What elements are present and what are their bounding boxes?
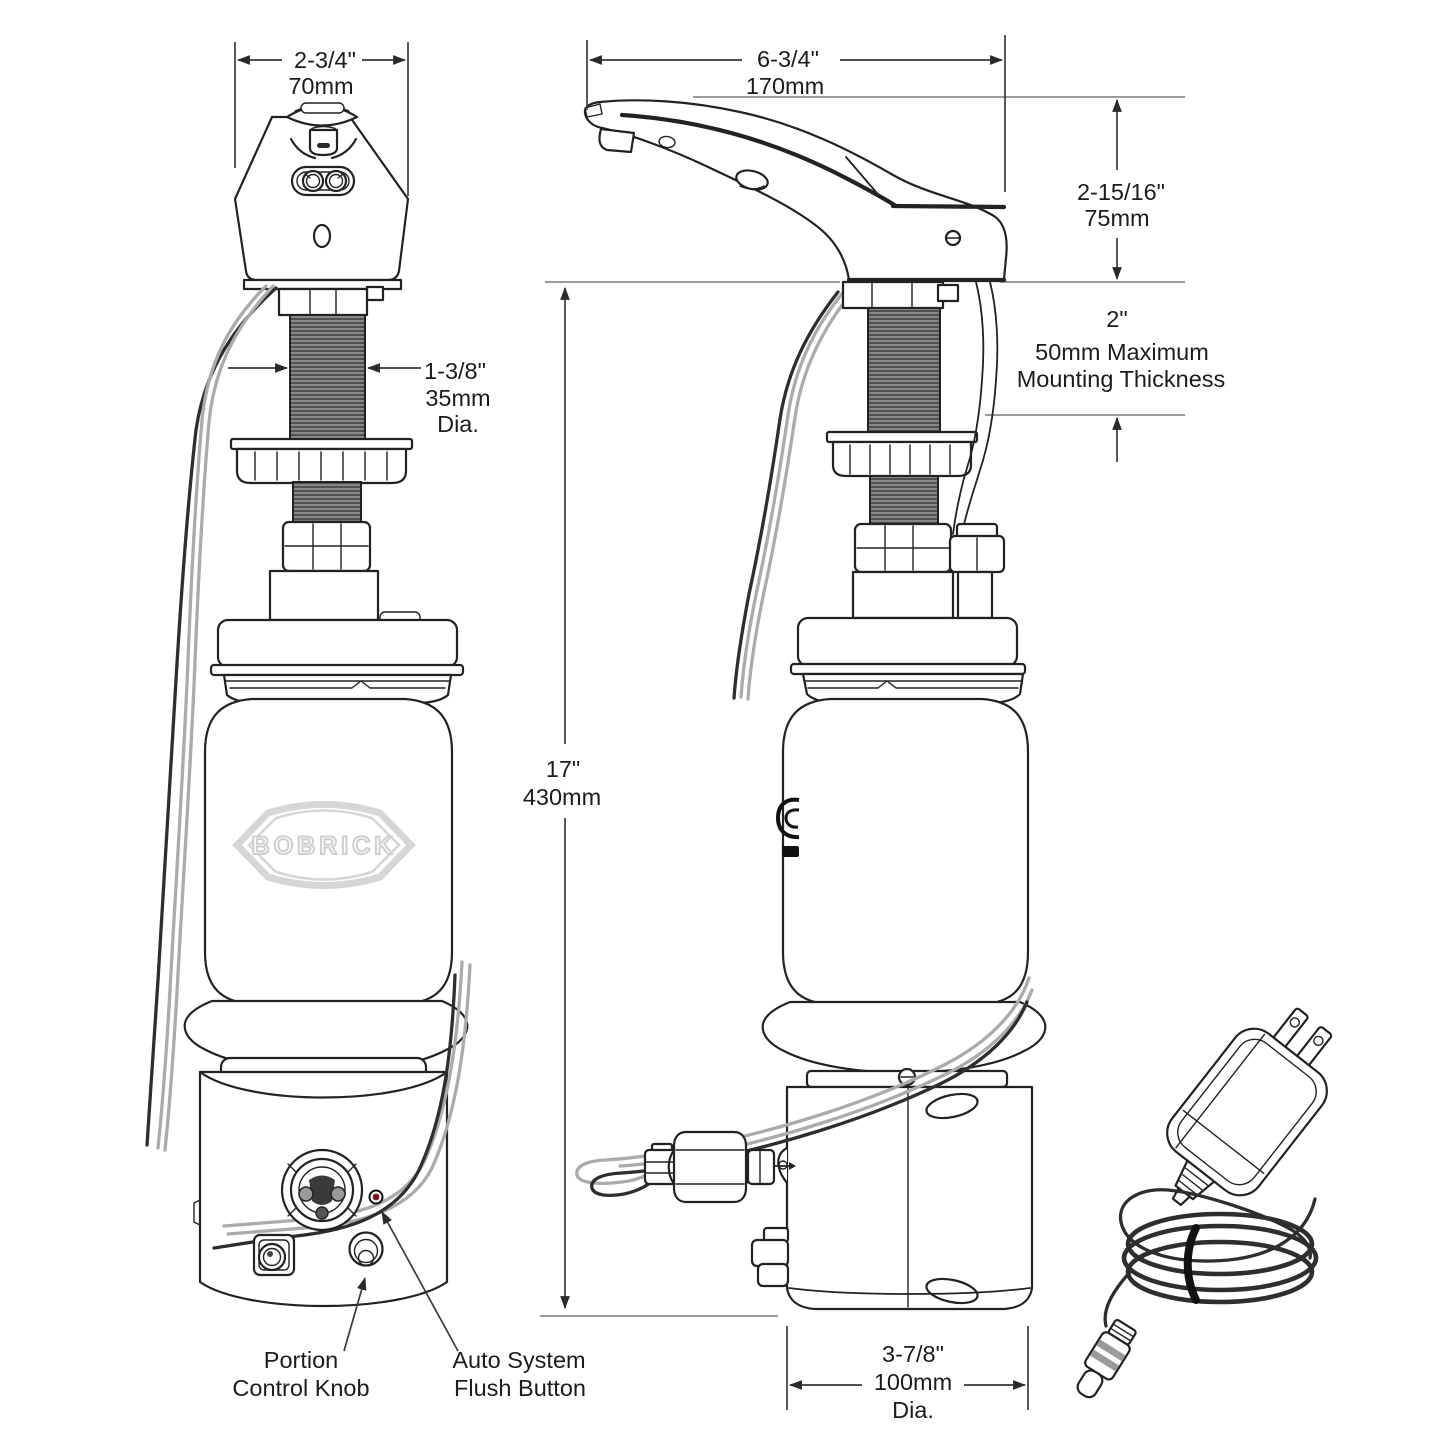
dim-shank-mm: 35mm xyxy=(425,385,490,411)
inline-connector-side xyxy=(643,1130,796,1204)
reference-lines xyxy=(540,96,1185,1317)
dim-spout-width-inch: 2-3/4" xyxy=(294,47,356,73)
dim-spout-projection-inch: 6-3/4" xyxy=(757,46,819,72)
sensor-window-front xyxy=(290,165,356,197)
soap-tube-side xyxy=(948,281,1006,620)
dim-mounting-inch: 2" xyxy=(1106,306,1127,332)
callout-flush-line2: Flush Button xyxy=(454,1375,586,1401)
dimension-spout-width: 2-3/4" 70mm xyxy=(234,42,409,196)
callout-portion-line2: Control Knob xyxy=(232,1375,369,1401)
dim-shank-inch: 1-3/8" xyxy=(424,358,486,384)
dimension-shank-diameter: 1-3/8" 35mm Dia. xyxy=(228,358,491,437)
flush-button-led xyxy=(368,1189,384,1205)
dim-shank-qualifier: Dia. xyxy=(437,411,479,437)
dim-mounting-line2: 50mm Maximum xyxy=(1035,339,1209,365)
cable-tie xyxy=(1183,1224,1200,1304)
dim-spout-height-inch: 2-15/16" xyxy=(1077,179,1165,205)
dimension-spout-height: 2-15/16" 75mm xyxy=(1077,98,1165,281)
bottle-side xyxy=(775,616,1030,1006)
power-cord xyxy=(1103,1188,1319,1328)
bottle-front: BOBRICK xyxy=(203,611,465,1006)
mounting-shank-front xyxy=(229,278,414,622)
bobrick-logo-text: BOBRICK xyxy=(252,832,397,860)
dimension-motor-diameter: 3-7/8" 100mm Dia. xyxy=(786,1326,1029,1423)
dim-spout-projection-mm: 170mm xyxy=(746,73,824,99)
mounting-shank-side xyxy=(825,280,979,620)
motor-unit-side xyxy=(750,1067,1034,1311)
callout-portion-line1: Portion xyxy=(264,1347,338,1373)
dimension-mounting-thickness: 2" 50mm Maximum Mounting Thickness xyxy=(1017,306,1226,462)
dim-mounting-line3: Mounting Thickness xyxy=(1017,366,1226,392)
round-button-front xyxy=(348,1231,384,1267)
dimension-overall-height: 17" 430mm xyxy=(523,286,601,1310)
dimension-spout-projection: 6-3/4" 170mm xyxy=(586,35,1006,192)
power-jack-port xyxy=(252,1233,296,1277)
callout-flush-line1: Auto System xyxy=(452,1347,585,1373)
bobrick-logo: BOBRICK xyxy=(232,801,416,889)
power-adapter xyxy=(1076,1007,1333,1399)
barrel-connector xyxy=(1076,1318,1137,1399)
strain-relief xyxy=(1174,1159,1216,1201)
front-view: BOBRICK xyxy=(145,102,472,1308)
dim-spout-width-mm: 70mm xyxy=(288,73,353,99)
callout-portion-control-knob: Portion Control Knob xyxy=(232,1276,370,1401)
portion-control-knob xyxy=(280,1148,364,1232)
wires-side-upper xyxy=(732,288,854,701)
dim-height-mm: 430mm xyxy=(523,784,601,810)
dim-spout-height-mm: 75mm xyxy=(1084,205,1149,231)
side-view xyxy=(575,99,1047,1311)
spout-side xyxy=(583,99,1008,282)
callout-auto-system-flush-button: Auto System Flush Button xyxy=(381,1211,586,1401)
dim-motor-qualifier: Dia. xyxy=(892,1397,934,1423)
indicator-oval-front xyxy=(312,223,332,249)
spout-nozzle-front xyxy=(285,102,359,160)
sensor-side xyxy=(658,135,676,149)
dim-height-inch: 17" xyxy=(546,756,580,782)
dim-motor-mm: 100mm xyxy=(874,1369,952,1395)
dim-motor-inch: 3-7/8" xyxy=(882,1341,944,1367)
wires-front xyxy=(145,284,472,1250)
